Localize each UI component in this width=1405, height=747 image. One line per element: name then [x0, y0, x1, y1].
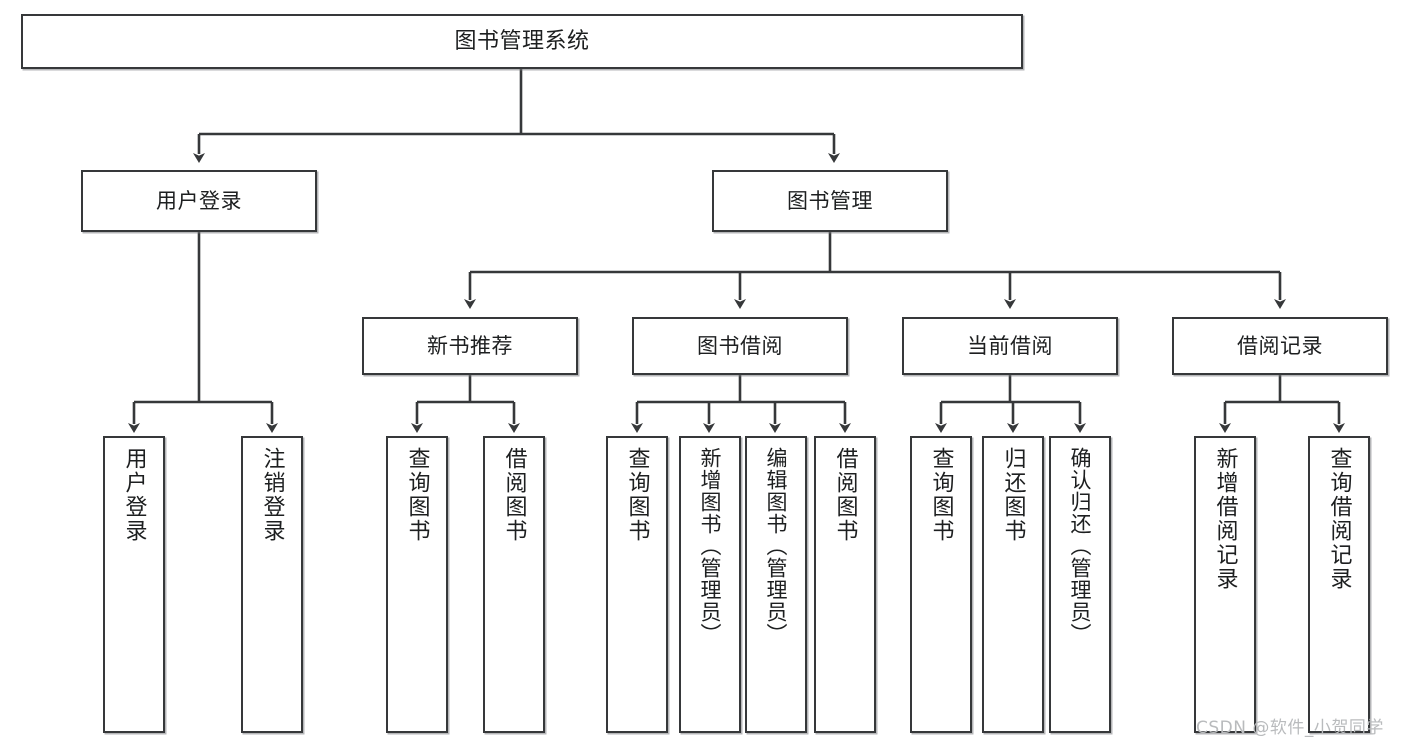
- node-label: 查询图书: [624, 447, 650, 543]
- node-leaf-query-book-recommendation[interactable]: 查询图书: [386, 436, 448, 733]
- node-new-book-recommendation[interactable]: 新书推荐: [362, 317, 578, 375]
- node-root-book-management-system[interactable]: 图书管理系统: [21, 14, 1023, 69]
- node-label: 借阅图书: [501, 447, 527, 543]
- node-leaf-borrow-book-recommendation[interactable]: 借阅图书: [483, 436, 545, 733]
- node-label: 确认归还（管理员）: [1068, 447, 1093, 645]
- node-label: 借阅记录: [1237, 333, 1323, 358]
- node-label: 借阅图书: [832, 447, 858, 543]
- node-label: 新增图书（管理员）: [698, 447, 723, 645]
- node-book-management[interactable]: 图书管理: [712, 170, 948, 232]
- node-leaf-confirm-return-admin[interactable]: 确认归还（管理员）: [1049, 436, 1111, 733]
- node-label: 查询图书: [404, 447, 430, 543]
- node-label: 图书管理: [787, 188, 873, 213]
- node-label: 查询图书: [928, 447, 954, 543]
- watermark: CSDN @软件_小贺同学: [1196, 718, 1384, 738]
- node-current-borrowing[interactable]: 当前借阅: [902, 317, 1118, 375]
- node-leaf-user-login[interactable]: 用户登录: [103, 436, 165, 733]
- node-borrowing-records[interactable]: 借阅记录: [1172, 317, 1388, 375]
- node-leaf-return-book[interactable]: 归还图书: [982, 436, 1044, 733]
- node-label: 编辑图书（管理员）: [764, 447, 789, 645]
- node-leaf-add-book-admin[interactable]: 新增图书（管理员）: [679, 436, 741, 733]
- node-leaf-edit-book-admin[interactable]: 编辑图书（管理员）: [745, 436, 807, 733]
- node-leaf-logout[interactable]: 注销登录: [241, 436, 303, 733]
- node-leaf-query-borrowing-record[interactable]: 查询借阅记录: [1308, 436, 1370, 733]
- node-label: 新增借阅记录: [1212, 447, 1238, 591]
- node-label: 图书借阅: [697, 333, 783, 358]
- node-label: 用户登录: [156, 188, 242, 213]
- node-label: 用户登录: [121, 447, 147, 543]
- node-leaf-add-borrowing-record[interactable]: 新增借阅记录: [1194, 436, 1256, 733]
- node-label: 当前借阅: [967, 333, 1053, 358]
- node-book-borrowing[interactable]: 图书借阅: [632, 317, 848, 375]
- node-leaf-borrow-book-borrowing[interactable]: 借阅图书: [814, 436, 876, 733]
- node-label: 注销登录: [259, 447, 285, 543]
- node-leaf-query-book-borrowing[interactable]: 查询图书: [606, 436, 668, 733]
- node-label: 新书推荐: [427, 333, 513, 358]
- node-label: 归还图书: [1000, 447, 1026, 543]
- node-leaf-query-book-current[interactable]: 查询图书: [910, 436, 972, 733]
- node-user-login[interactable]: 用户登录: [81, 170, 317, 232]
- node-label: 查询借阅记录: [1326, 447, 1352, 591]
- node-label: 图书管理系统: [454, 28, 590, 54]
